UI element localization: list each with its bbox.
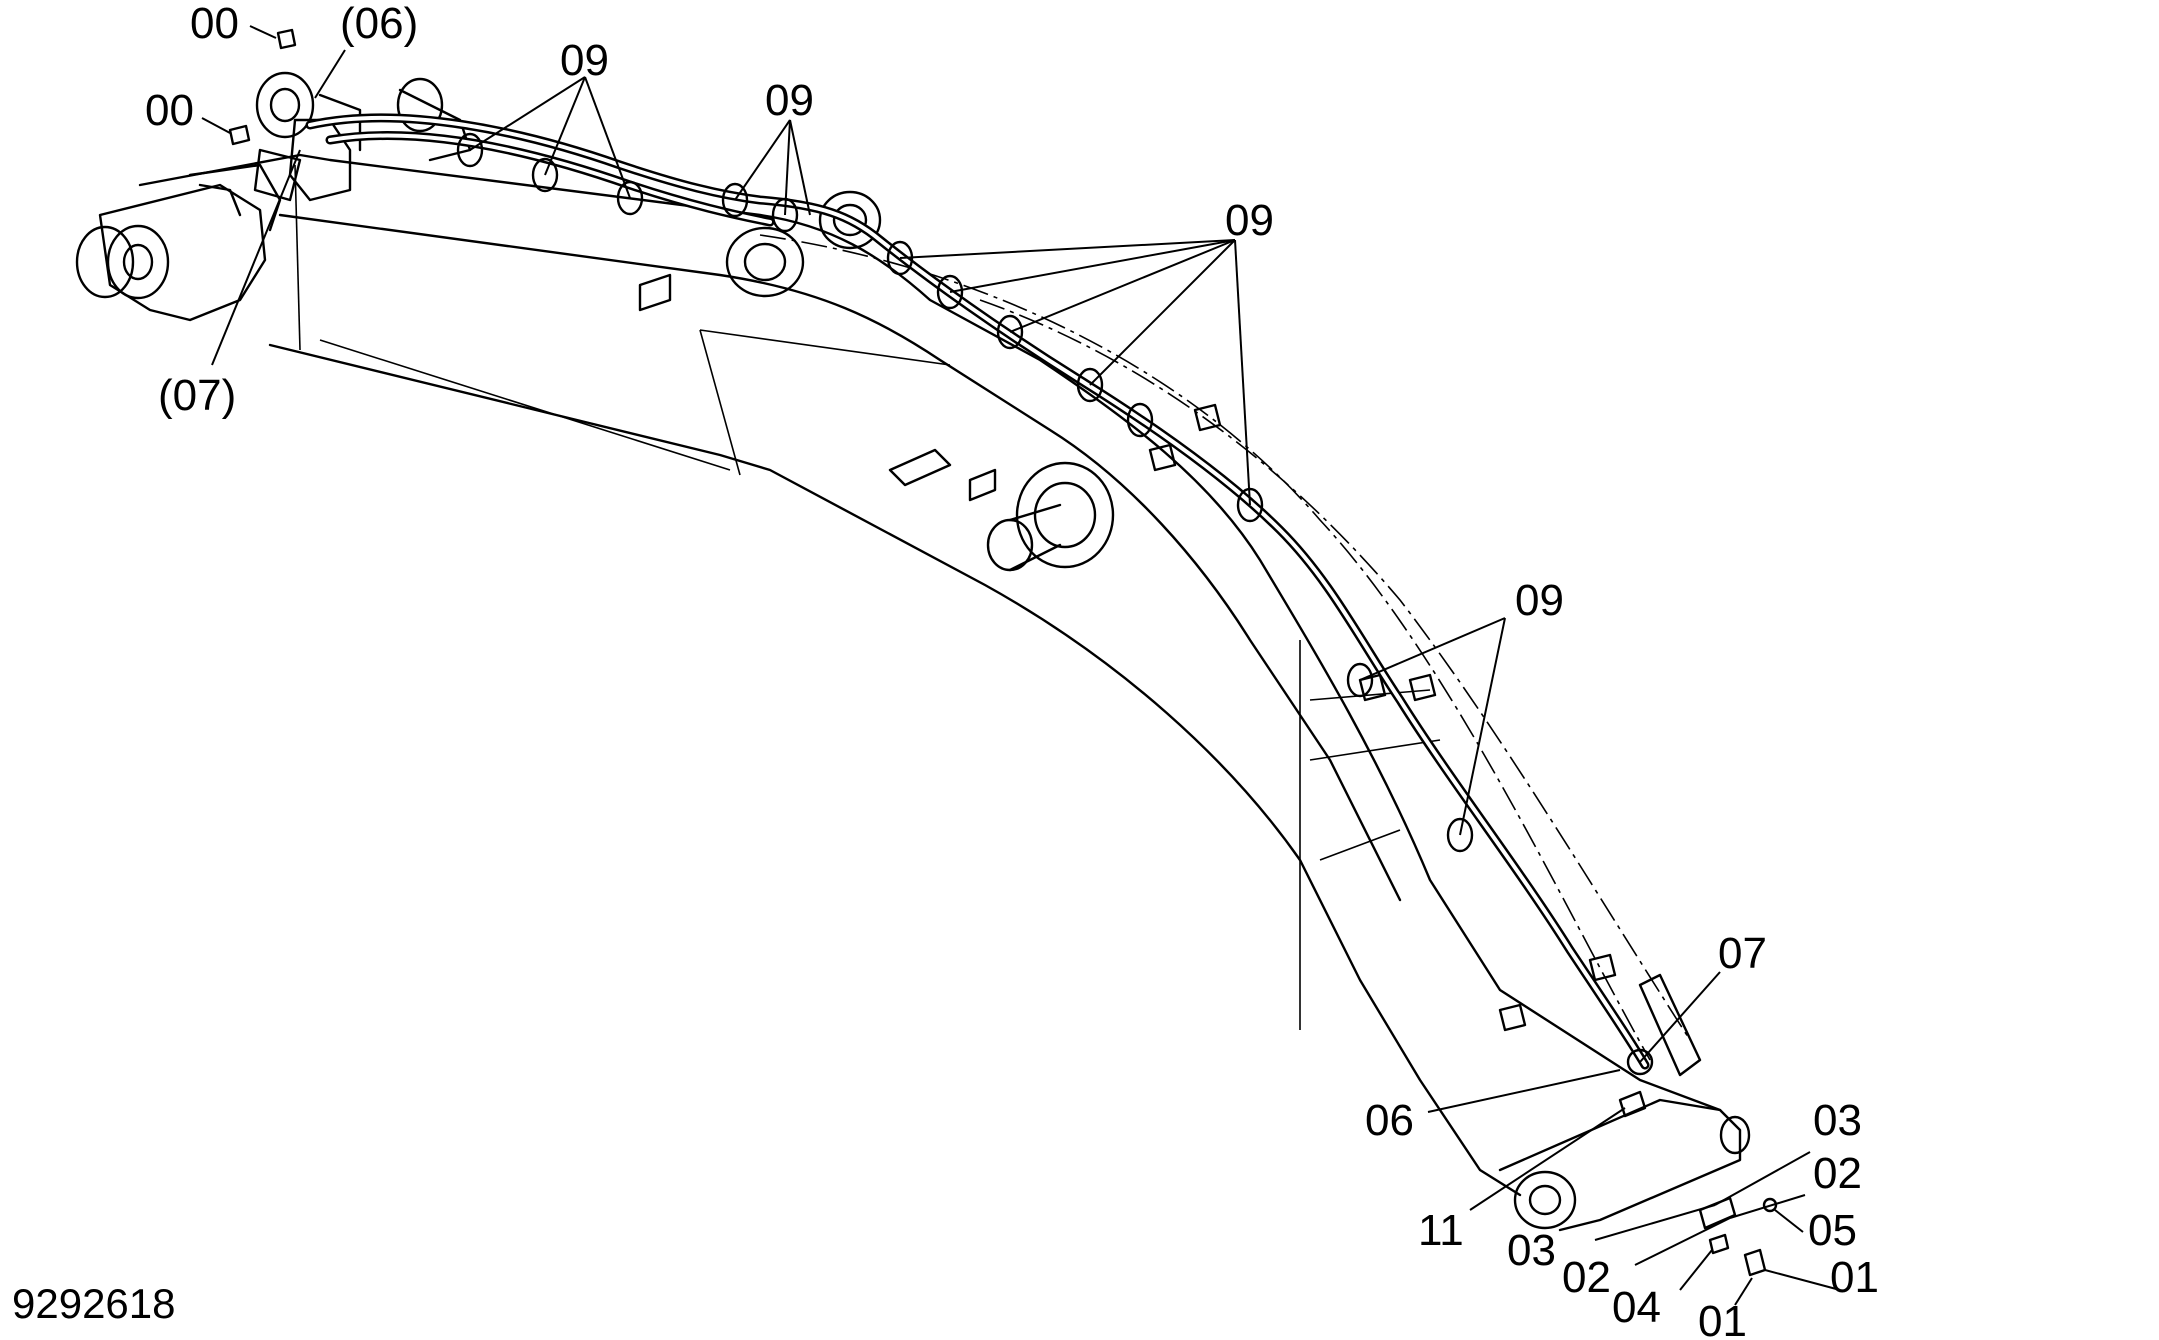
- callout-00-top: 00: [190, 0, 239, 48]
- callout-09-c: 09: [1225, 196, 1274, 245]
- grease-fittings: [228, 28, 297, 146]
- callout-04: 04: [1612, 1283, 1661, 1332]
- callout-09-a: 09: [560, 36, 609, 85]
- callout-06-ref: (06): [340, 0, 418, 48]
- clamp-brackets: [1148, 403, 1617, 1032]
- diagram-id: 9292618: [12, 1280, 176, 1327]
- callout-07: 07: [1718, 929, 1767, 978]
- callout-01-bottom: 01: [1698, 1297, 1747, 1340]
- callout-03-upper: 03: [1813, 1096, 1862, 1145]
- boom-foot: [75, 163, 282, 322]
- hose-assembly: [305, 113, 1650, 1070]
- boom-pin-boss: [888, 448, 1115, 572]
- hose-clamps: [456, 132, 1654, 1076]
- leader-lines: [201, 25, 1841, 1306]
- callout-00-left: 00: [145, 86, 194, 135]
- callout-02-upper: 02: [1813, 1149, 1862, 1198]
- callout-06: 06: [1365, 1096, 1414, 1145]
- callout-09-d: 09: [1515, 576, 1564, 625]
- callout-02-lower: 02: [1562, 1253, 1611, 1302]
- callout-03-lower: 03: [1507, 1226, 1556, 1275]
- callout-11: 11: [1418, 1206, 1464, 1255]
- callout-09-b: 09: [765, 76, 814, 125]
- callout-07-ref: (07): [158, 371, 236, 420]
- boom-tip: [1498, 973, 1751, 1232]
- callout-05: 05: [1808, 1206, 1857, 1255]
- callout-labels: 00 (06) 00 (07) 09 09 09 09 07 06 11 03 …: [145, 0, 1879, 1340]
- cylinder-bracket: [253, 71, 882, 312]
- boom-body: [138, 153, 1722, 1197]
- callout-01-right: 01: [1830, 1253, 1879, 1302]
